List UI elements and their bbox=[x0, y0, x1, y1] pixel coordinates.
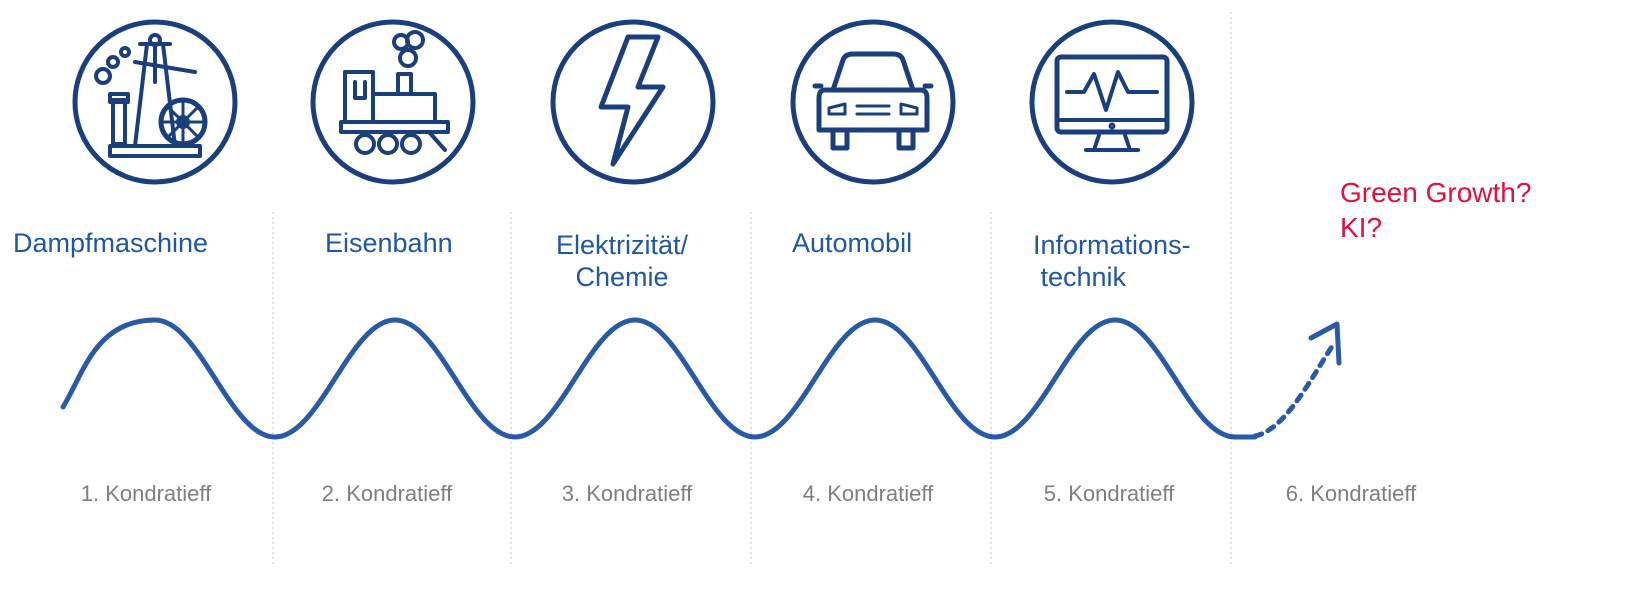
era-label-line: Elektrizität/ bbox=[556, 230, 689, 260]
era-label-line: Eisenbahn bbox=[325, 228, 453, 258]
era-label-line: Dampfmaschine bbox=[13, 228, 209, 258]
era-label-informationstechnik: Informations- technik bbox=[1033, 229, 1191, 293]
wave-label-5: 5. Kondratieff bbox=[1043, 481, 1175, 506]
monitor-icon bbox=[1029, 19, 1195, 185]
wave-label-6: 6. Kondratieff bbox=[1285, 481, 1417, 506]
era-label-line: technik bbox=[1033, 262, 1127, 292]
kondratieff-wave bbox=[60, 317, 1258, 440]
future-label-line: Green Growth? bbox=[1340, 177, 1532, 208]
era-label-line: Informations- bbox=[1033, 230, 1191, 260]
wave-label-3: 3. Kondratieff bbox=[561, 481, 693, 506]
era-label-line: Automobil bbox=[792, 228, 913, 258]
arrow-head-icon bbox=[1308, 321, 1342, 366]
era-label-line: Chemie bbox=[575, 262, 669, 292]
locomotive-icon bbox=[310, 19, 476, 185]
era-label-dampfmaschine: Dampfmaschine bbox=[13, 227, 208, 259]
future-label-line: KI? bbox=[1340, 212, 1383, 243]
future-label: Green Growth? KI? bbox=[1340, 175, 1531, 245]
future-projection-arrow bbox=[1252, 342, 1336, 439]
car-icon bbox=[790, 19, 956, 185]
era-label-automobil: Automobil bbox=[792, 227, 912, 259]
wave-label-4: 4. Kondratieff bbox=[802, 481, 934, 506]
wave-label-1: 1. Kondratieff bbox=[80, 481, 212, 506]
column-dividers bbox=[272, 12, 1232, 565]
steam-engine-icon bbox=[72, 19, 238, 185]
lightning-icon bbox=[550, 19, 716, 185]
era-label-eisenbahn: Eisenbahn bbox=[325, 227, 453, 259]
era-label-elektrizitaet: Elektrizität/ Chemie bbox=[556, 229, 688, 293]
wave-label-2: 2. Kondratieff bbox=[321, 481, 453, 506]
